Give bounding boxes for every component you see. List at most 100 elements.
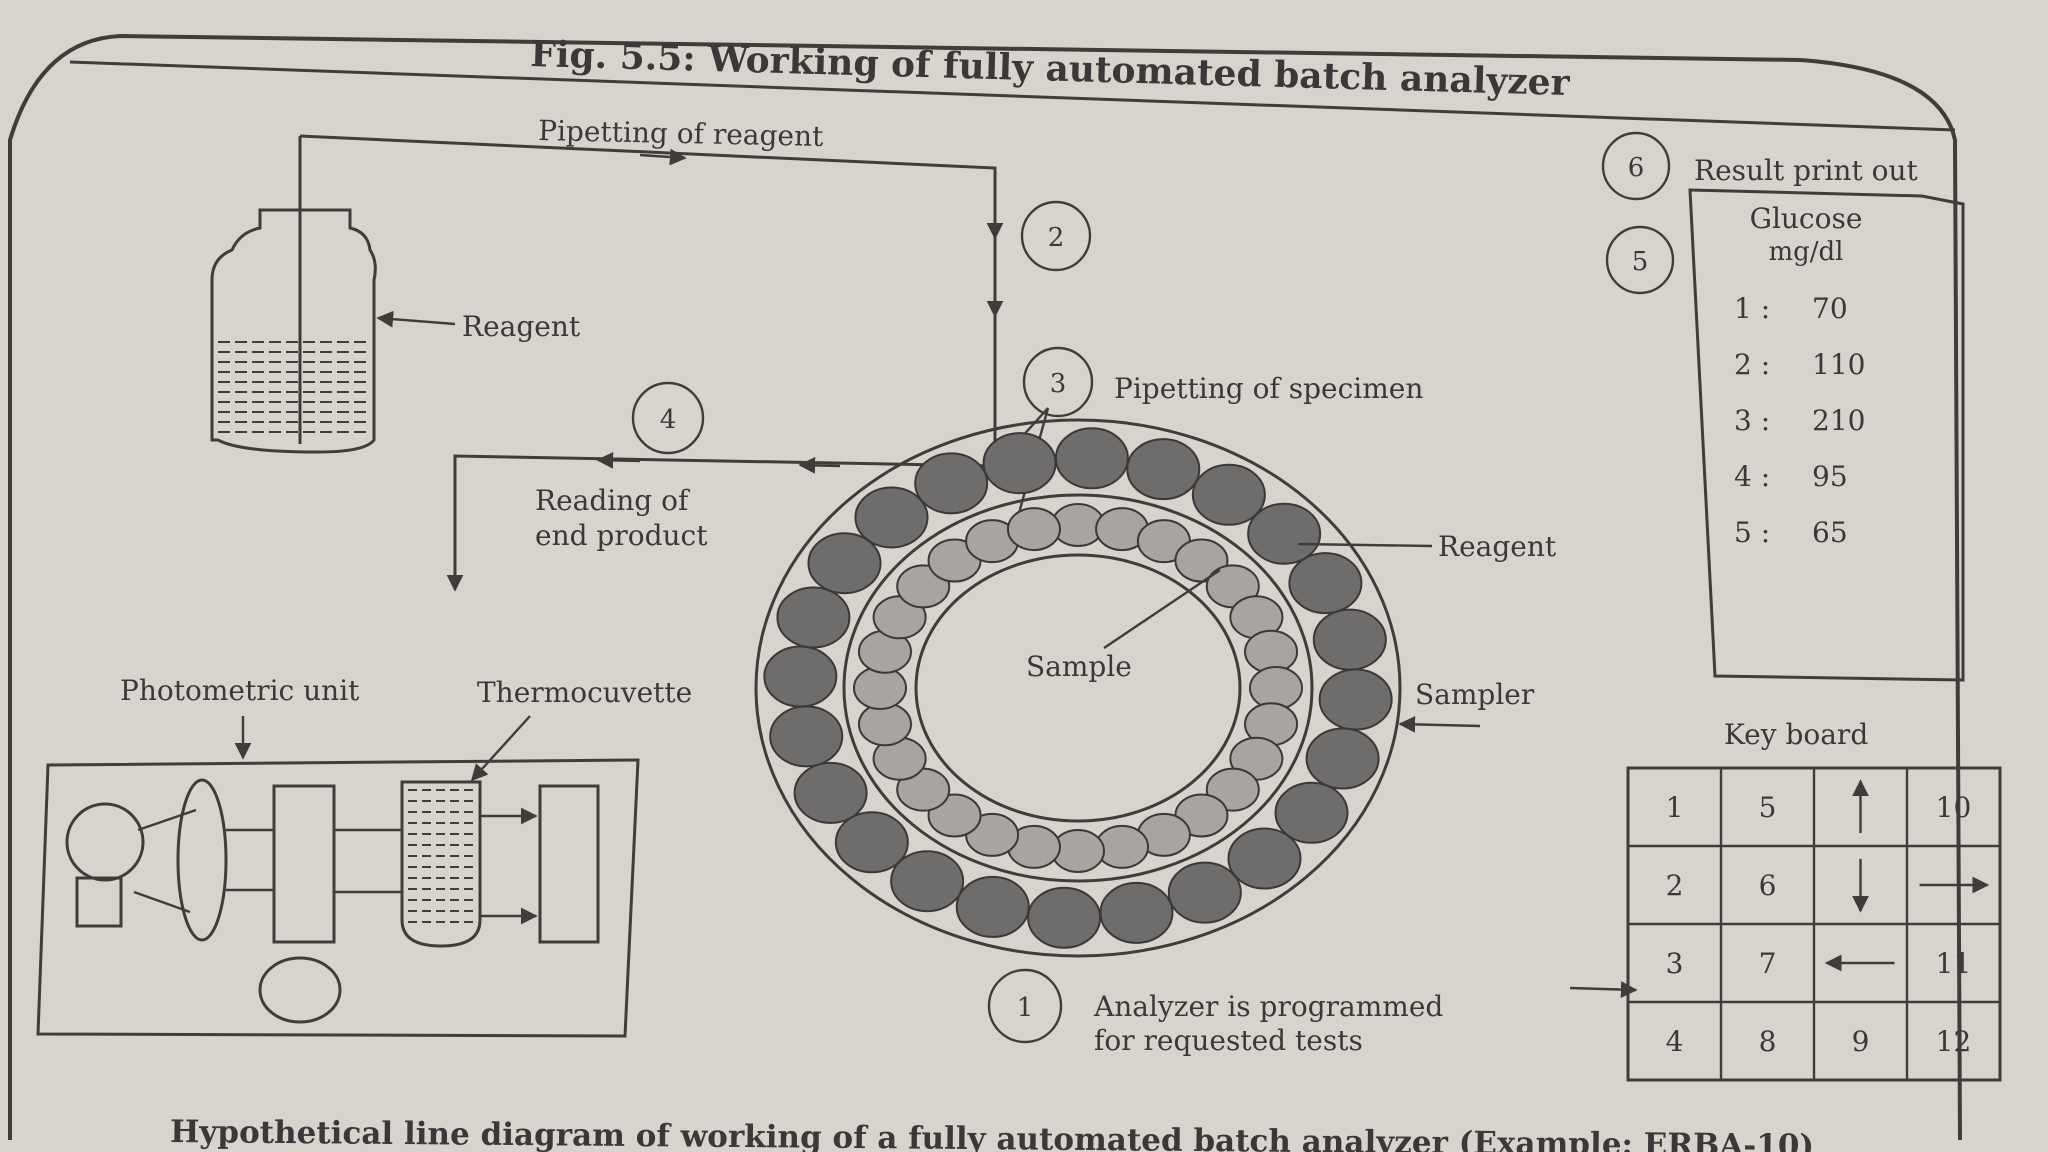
figure-caption: Hypothetical line diagram of working of … <box>170 1114 1814 1152</box>
photometric-unit <box>36 758 640 1038</box>
figure-frame <box>8 33 1962 1141</box>
step-6-marker: 6 <box>1601 131 1671 201</box>
sample-ring <box>853 503 1303 873</box>
title-rule <box>69 60 1956 132</box>
keyboard-key[interactable]: 3 <box>1666 947 1684 980</box>
printout-row-value: 110 <box>1812 348 1865 381</box>
printout-row-value: 70 <box>1812 292 1848 325</box>
reagent-bottle-label: Reagent <box>462 310 581 343</box>
lamp-bulb <box>65 802 145 882</box>
figure-title: Fig. 5.5: Working of fully automated bat… <box>530 33 1571 104</box>
thermocuvette <box>400 780 482 948</box>
svg-text:4: 4 <box>660 405 677 435</box>
printout-row-index: 5 : <box>1734 516 1770 549</box>
programmed-label-line2: for requested tests <box>1094 1024 1363 1057</box>
reagent-cup <box>776 586 851 649</box>
reagent-cup <box>834 811 909 874</box>
reagent-cup <box>1227 827 1302 890</box>
reagent-cup <box>914 452 989 515</box>
keyboard-input-arrow <box>1569 981 1638 998</box>
sample-label: Sample <box>1026 650 1132 683</box>
reagent-cup <box>1274 781 1349 844</box>
printout-row-value: 65 <box>1812 516 1848 549</box>
thermocuvette-label: Thermocuvette <box>477 676 692 709</box>
reagent-cup <box>1312 608 1387 671</box>
pipetting-specimen-label: Pipetting of specimen <box>1114 372 1423 405</box>
reagent-ring-label: Reagent <box>1438 530 1557 563</box>
printout-header-test: Glucose <box>1750 202 1863 235</box>
reagent-bottle <box>210 208 377 454</box>
reagent-cup <box>1126 438 1201 501</box>
keyboard-key[interactable]: 8 <box>1759 1025 1777 1058</box>
svg-text:5: 5 <box>1632 247 1649 277</box>
reagent-cup <box>769 705 844 768</box>
keyboard-key[interactable]: 9 <box>1852 1025 1870 1058</box>
reagent-cup <box>890 850 965 913</box>
reading-label-line2: end product <box>535 519 708 552</box>
step-3-marker: 3 <box>1022 346 1094 418</box>
printout-header-unit: mg/dl <box>1768 237 1843 267</box>
sampler-label: Sampler <box>1415 678 1535 711</box>
lens <box>176 778 228 942</box>
keyboard-key[interactable]: 5 <box>1759 791 1777 824</box>
reagent-cup <box>1305 727 1380 790</box>
reagent-cup <box>1167 861 1242 924</box>
reagent-cup <box>1288 552 1363 615</box>
sample-cup <box>1006 507 1061 552</box>
key-board-label: Key board <box>1724 718 1868 751</box>
reading-label-line1: Reading of <box>535 484 691 517</box>
printout-row-index: 4 : <box>1734 460 1770 493</box>
reagent-ring <box>763 427 1393 949</box>
bottle-liquid <box>218 341 366 433</box>
programmed-label-line1: Analyzer is programmed <box>1093 990 1443 1023</box>
step-5-marker: 5 <box>1605 225 1675 295</box>
step-1-marker: 1 <box>987 968 1063 1044</box>
reagent-cup <box>982 432 1057 495</box>
readout-dial <box>258 956 342 1024</box>
keyboard-key[interactable]: 4 <box>1666 1025 1684 1058</box>
reagent-cup <box>1247 502 1322 565</box>
reagent-cup <box>1054 427 1129 490</box>
filter <box>272 784 336 944</box>
reagent-cup <box>763 645 838 708</box>
reagent-cup <box>955 875 1030 938</box>
keyboard-key[interactable]: 11 <box>1936 947 1972 980</box>
keyboard-key[interactable]: 12 <box>1936 1025 1972 1058</box>
cuvette-liquid <box>408 789 473 923</box>
reagent-ring-pointer <box>1297 542 1433 548</box>
reagent-cup <box>1191 463 1266 526</box>
reagent-cup <box>1027 886 1102 949</box>
pipetting-reagent-label: Pipetting of reagent <box>538 114 825 153</box>
sampler-arrow <box>1398 715 1481 733</box>
keyboard-key[interactable]: 1 <box>1666 791 1684 824</box>
reagent-cup <box>793 761 868 824</box>
reagent-cup <box>807 532 882 595</box>
keyboard-key[interactable]: 7 <box>1759 947 1777 980</box>
reagent-flow-arrow <box>639 148 687 166</box>
keyboard-key[interactable]: 2 <box>1666 869 1684 902</box>
printout-row-index: 1 : <box>1734 292 1770 325</box>
lamp-base <box>75 876 123 928</box>
reagent-cup <box>1318 668 1393 731</box>
keyboard-grid: 1 5 10 2 6 3 7 11 4 8 9 12 <box>1626 766 2002 1082</box>
printout-row-index: 3 : <box>1734 404 1770 437</box>
sample-pointer <box>1103 569 1221 649</box>
detector <box>538 784 600 944</box>
reading-arrow-1 <box>798 456 841 474</box>
step-4-marker: 4 <box>631 381 705 455</box>
reagent-cup <box>854 486 929 549</box>
keyboard-key[interactable]: 6 <box>1759 869 1777 902</box>
svg-text:1: 1 <box>1017 993 1034 1023</box>
printout-row-value: 95 <box>1812 460 1848 493</box>
analyzer-carousel <box>754 418 1402 958</box>
step-2-marker: 2 <box>1020 200 1092 272</box>
photometric-unit-label: Photometric unit <box>120 674 360 707</box>
keyboard-key[interactable]: 10 <box>1936 791 1972 824</box>
thermocuvette-pointer <box>470 715 531 782</box>
svg-text:3: 3 <box>1050 369 1067 399</box>
reagent-cup <box>1099 881 1174 944</box>
result-print-out-label: Result print out <box>1694 154 1919 187</box>
